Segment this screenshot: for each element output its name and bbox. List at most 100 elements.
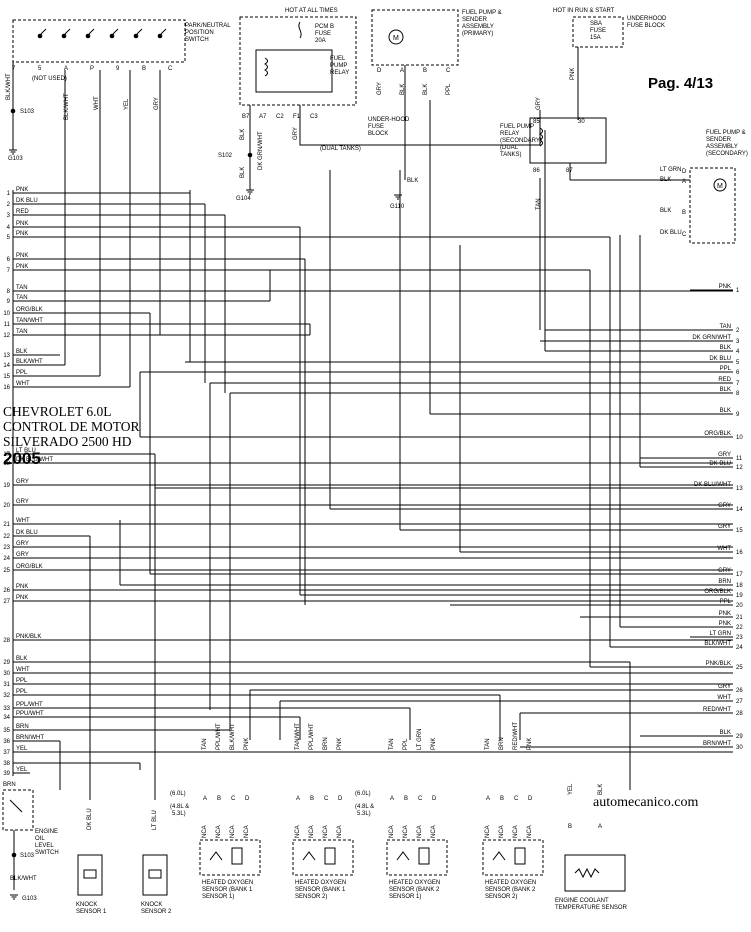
right-pin-number: 26 [736, 688, 743, 694]
title-year: 2005 [3, 449, 41, 468]
left-pin-color: RED [16, 209, 29, 215]
right-pin-color: PPL [720, 366, 732, 372]
ect-label: TEMPERATURE SENSOR [555, 905, 628, 911]
ho2s-wire: BRN [323, 737, 329, 750]
dual-tanks-label: (DUAL TANKS) [320, 146, 361, 152]
ho2s-wire: PNK [244, 738, 250, 750]
ho2s-connector-code: NCA [527, 825, 533, 838]
title-line-1: CHEVROLET 6.0L [3, 404, 112, 419]
knock-sensor-wire: DK BLU [87, 808, 93, 830]
secondary-relay-box [529, 117, 607, 164]
sba-fuse-block-label: FUSE BLOCK [627, 23, 665, 29]
primary-pump-body [371, 9, 459, 66]
bottom-components: ENGINEOILLEVELSWITCHBRNBLK/WHTS103G103DK… [2, 722, 628, 915]
park-neutral-switch-body [12, 19, 186, 63]
ho2s-wire: TAN/WHT [295, 723, 301, 750]
right-pin-number: 5 [736, 360, 740, 366]
left-pin-color: WHT [16, 381, 30, 387]
left-pin-color: ORG/BLK [16, 564, 43, 570]
ho2s-pin: C [324, 796, 329, 802]
right-pin-color: ORG/BLK [704, 431, 731, 437]
relay2-pin: 86 [533, 168, 540, 174]
oil-switch-label: LEVEL [35, 843, 54, 849]
switch-dot [109, 33, 115, 39]
engine-note: (4.8L & [170, 804, 189, 810]
left-pin-number: 10 [3, 311, 10, 317]
park-neutral-switch-label: POSITION [185, 30, 214, 36]
left-pin-number: 7 [7, 268, 11, 274]
relay2-wire-label: GRY [536, 97, 542, 110]
left-pin-number: 33 [3, 706, 10, 712]
left-pin-number: 29 [3, 660, 10, 666]
left-pin-color: PNK [16, 595, 28, 601]
ho2s-pin: A [390, 796, 394, 802]
left-pin-number: 31 [3, 682, 10, 688]
left-pin-color: PNK [16, 584, 28, 590]
fuse-block-label: BLOCK [368, 131, 388, 137]
ho2s-pin: B [310, 796, 314, 802]
pcm-fuse-label: PCM B [315, 24, 334, 30]
relay2-wire-label: PNK [570, 68, 576, 80]
left-pin-color: TAN [16, 285, 28, 291]
pump-ground-wire-label: BLK [407, 178, 418, 184]
right-pin-number: 13 [736, 486, 743, 492]
left-pin-color: PNK [16, 187, 28, 193]
left-pin-number: 22 [3, 534, 10, 540]
engine-note: (6.0L) [355, 791, 371, 797]
left-pin-color: GRY [16, 552, 29, 558]
sba-fuse-box [572, 16, 624, 48]
primary-pump-wire: BLK [423, 84, 429, 95]
pcm-fuse-symbol [298, 21, 302, 39]
left-pin-color: PNK [16, 221, 28, 227]
left-pin-color: GRY [16, 541, 29, 547]
right-pin-number: 22 [736, 625, 743, 631]
right-pin-color: GRY [718, 568, 731, 574]
ho2s-pin: C [418, 796, 423, 802]
right-pin-number: 15 [736, 528, 743, 534]
left-pin-number: 4 [7, 225, 11, 231]
right-pin-number: 11 [736, 456, 743, 462]
hot-at-all-times-label: HOT AT ALL TIMES [285, 8, 338, 14]
relay2-pin: 85 [533, 119, 540, 125]
ho2s-body [199, 839, 261, 876]
right-pin-number: 10 [736, 435, 743, 441]
ho2s-pin: D [338, 796, 343, 802]
ho2s-body [482, 839, 544, 876]
right-pin-number: 3 [736, 339, 740, 345]
pcm-fuse-label: 20A [315, 38, 326, 44]
oil-switch-label: ENGINE [35, 829, 58, 835]
left-pin-number: 25 [3, 568, 10, 574]
fuse-block-wire: DK GRN/WHT [258, 131, 264, 170]
left-pin-number: 37 [3, 750, 10, 756]
left-pin-number: 1 [7, 191, 11, 197]
ho2s-connector-code: NCA [431, 825, 437, 838]
right-pin-color: DK GRN/WHT [692, 335, 731, 341]
pcm-fuse-label: FUSE [315, 31, 331, 37]
secondary-pump-wire: LT GRN [660, 167, 681, 173]
fuse-block-wire: BLK [240, 167, 246, 178]
ho2s-wire: PNK [337, 738, 343, 750]
knock-sensor-wire: LT BLU [152, 810, 158, 830]
pn-switch-pin: C [168, 66, 173, 72]
ho2s-pin: D [245, 796, 250, 802]
fuse-block-wire: GRY [293, 127, 299, 140]
website-label: automecanico.com [593, 795, 699, 810]
fuse-block-pin: F1 [293, 114, 301, 120]
secondary-pump-body [689, 167, 736, 244]
left-pin-color: TAN [16, 295, 28, 301]
left-pin-color: BRN [16, 724, 29, 730]
ho2s-wire: PNK [527, 738, 533, 750]
left-pin-color: ORG/BLK [16, 307, 43, 313]
left-pin-number: 30 [3, 671, 10, 677]
ho2s-pin: C [231, 796, 236, 802]
right-pin-number: 2 [736, 328, 740, 334]
ho2s-pin: A [296, 796, 300, 802]
oil-switch-label: OIL [35, 836, 45, 842]
engine-note: (4.8L & [355, 804, 374, 810]
ho2s-element [396, 851, 410, 861]
right-pin-color: PNK/BLK [706, 661, 731, 667]
primary-pump-label: (PRIMARY) [462, 31, 493, 37]
right-pin-color: GRY [718, 524, 731, 530]
ho2s-pin: B [404, 796, 408, 802]
